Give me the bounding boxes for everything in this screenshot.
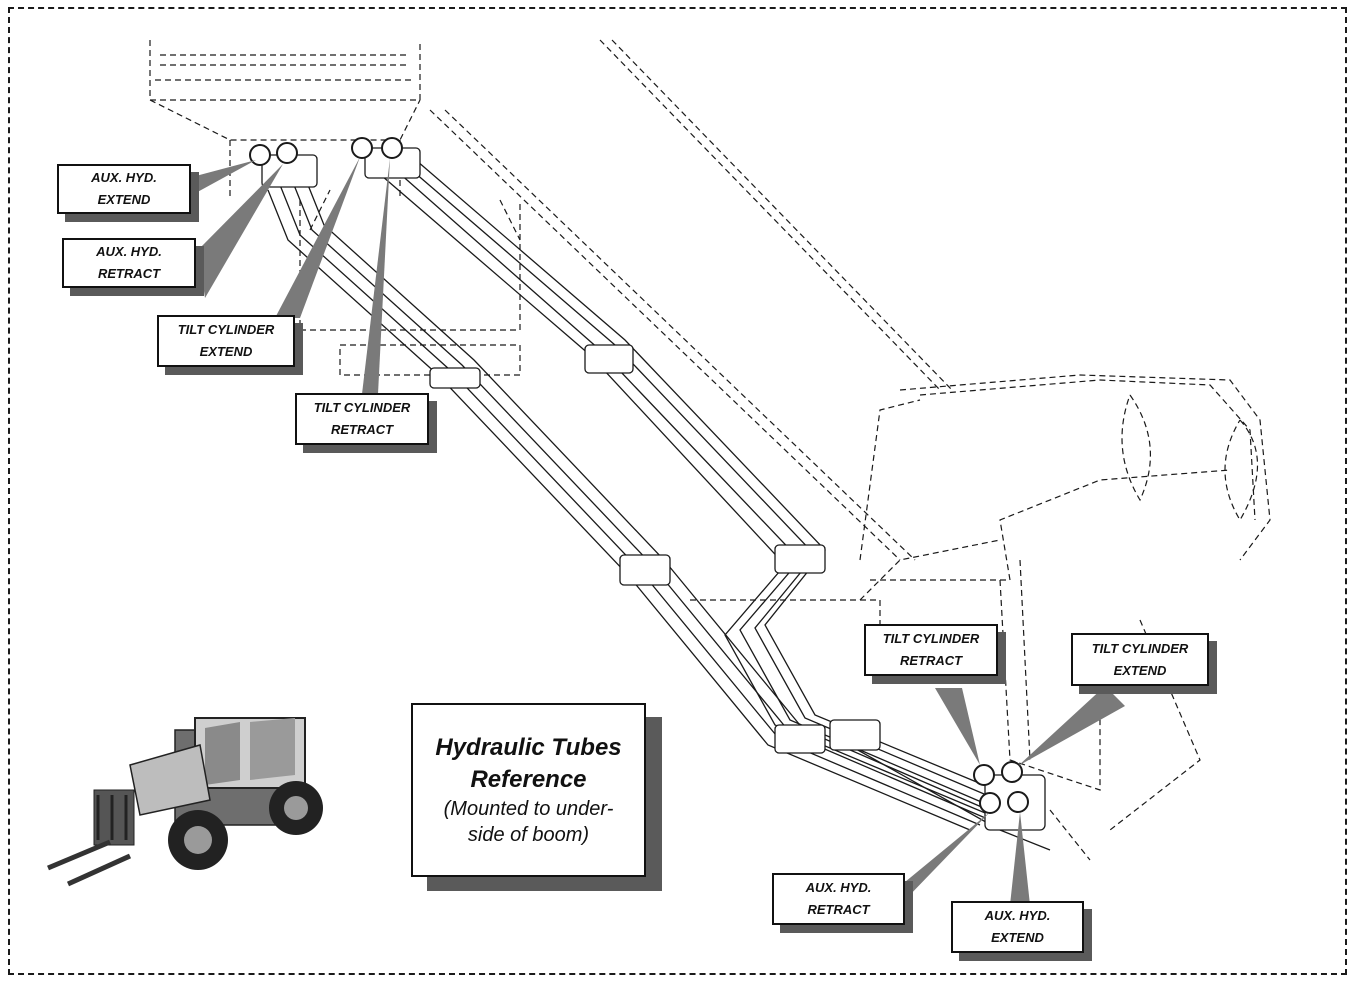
leader (1010, 812, 1030, 905)
label-top-aux-hyd-retract: AUX. HYD. RETRACT (62, 238, 196, 288)
label-line: TILT CYLINDER (882, 631, 980, 646)
reference-subtitle-line2: side of boom) (467, 824, 590, 846)
clamp (584, 344, 634, 374)
clamp (829, 719, 881, 751)
clamp (774, 724, 826, 754)
boom-outline-dashed (149, 39, 1271, 861)
clamp (774, 544, 826, 574)
label-line: RETRACT (97, 266, 161, 281)
label-line: TILT CYLINDER (177, 322, 275, 337)
label-line: EXTEND (1113, 662, 1167, 678)
label-line: TILT CYLINDER (313, 400, 411, 415)
leader (192, 160, 256, 195)
label-line: AUX. HYD. (984, 908, 1051, 923)
leader (198, 164, 283, 298)
label-line: AUX. HYD. (96, 244, 162, 259)
label-line: EXTEND (199, 344, 253, 359)
reference-title-line1: Hydraulic Tubes (435, 734, 622, 761)
label-line: TILT CYLINDER (1091, 640, 1189, 656)
clamp (429, 367, 481, 389)
telehandler-illustration (47, 717, 323, 887)
label-line: AUX. HYD. (91, 170, 157, 185)
label-line: RETRACT (899, 653, 963, 668)
label-line: RETRACT (330, 422, 394, 437)
leader (935, 688, 980, 765)
label-bottom-tilt-cylinder-extend: TILT CYLINDER EXTEND (1071, 633, 1209, 686)
label-leaders (192, 157, 1125, 905)
hydraulic-tubes (267, 154, 1051, 851)
leader (275, 157, 360, 318)
reference-title-line2: Reference (470, 766, 587, 793)
label-top-tilt-cylinder-retract: TILT CYLINDER RETRACT (295, 393, 429, 445)
coupler (276, 142, 298, 164)
coupler (979, 792, 1001, 814)
dashed-border-frame (8, 7, 1347, 975)
leader (362, 158, 390, 394)
coupler (1001, 761, 1023, 783)
coupler (249, 144, 271, 166)
reference-box: Hydraulic Tubes Reference (Mounted to un… (411, 703, 646, 877)
label-bottom-tilt-cylinder-retract: TILT CYLINDER RETRACT (864, 624, 998, 676)
label-top-tilt-cylinder-extend: TILT CYLINDER EXTEND (157, 315, 295, 367)
label-bottom-aux-hyd-extend: AUX. HYD. EXTEND (951, 901, 1084, 953)
coupler (973, 764, 995, 786)
leader (905, 812, 990, 900)
reference-subtitle-line1: (Mounted to under- (443, 798, 614, 820)
label-line: EXTEND (97, 192, 151, 207)
quick-couplers (249, 137, 1029, 814)
label-line: RETRACT (807, 902, 870, 917)
label-line: AUX. HYD. (805, 880, 872, 895)
coupler (381, 137, 403, 159)
clamp (619, 554, 671, 586)
label-bottom-aux-hyd-retract: AUX. HYD. RETRACT (772, 873, 905, 925)
tube-clamps (261, 147, 1046, 831)
coupler (1007, 791, 1029, 813)
leader (1018, 686, 1125, 766)
coupler (351, 137, 373, 159)
label-line: EXTEND (991, 930, 1044, 945)
label-top-aux-hyd-extend: AUX. HYD. EXTEND (57, 164, 191, 214)
